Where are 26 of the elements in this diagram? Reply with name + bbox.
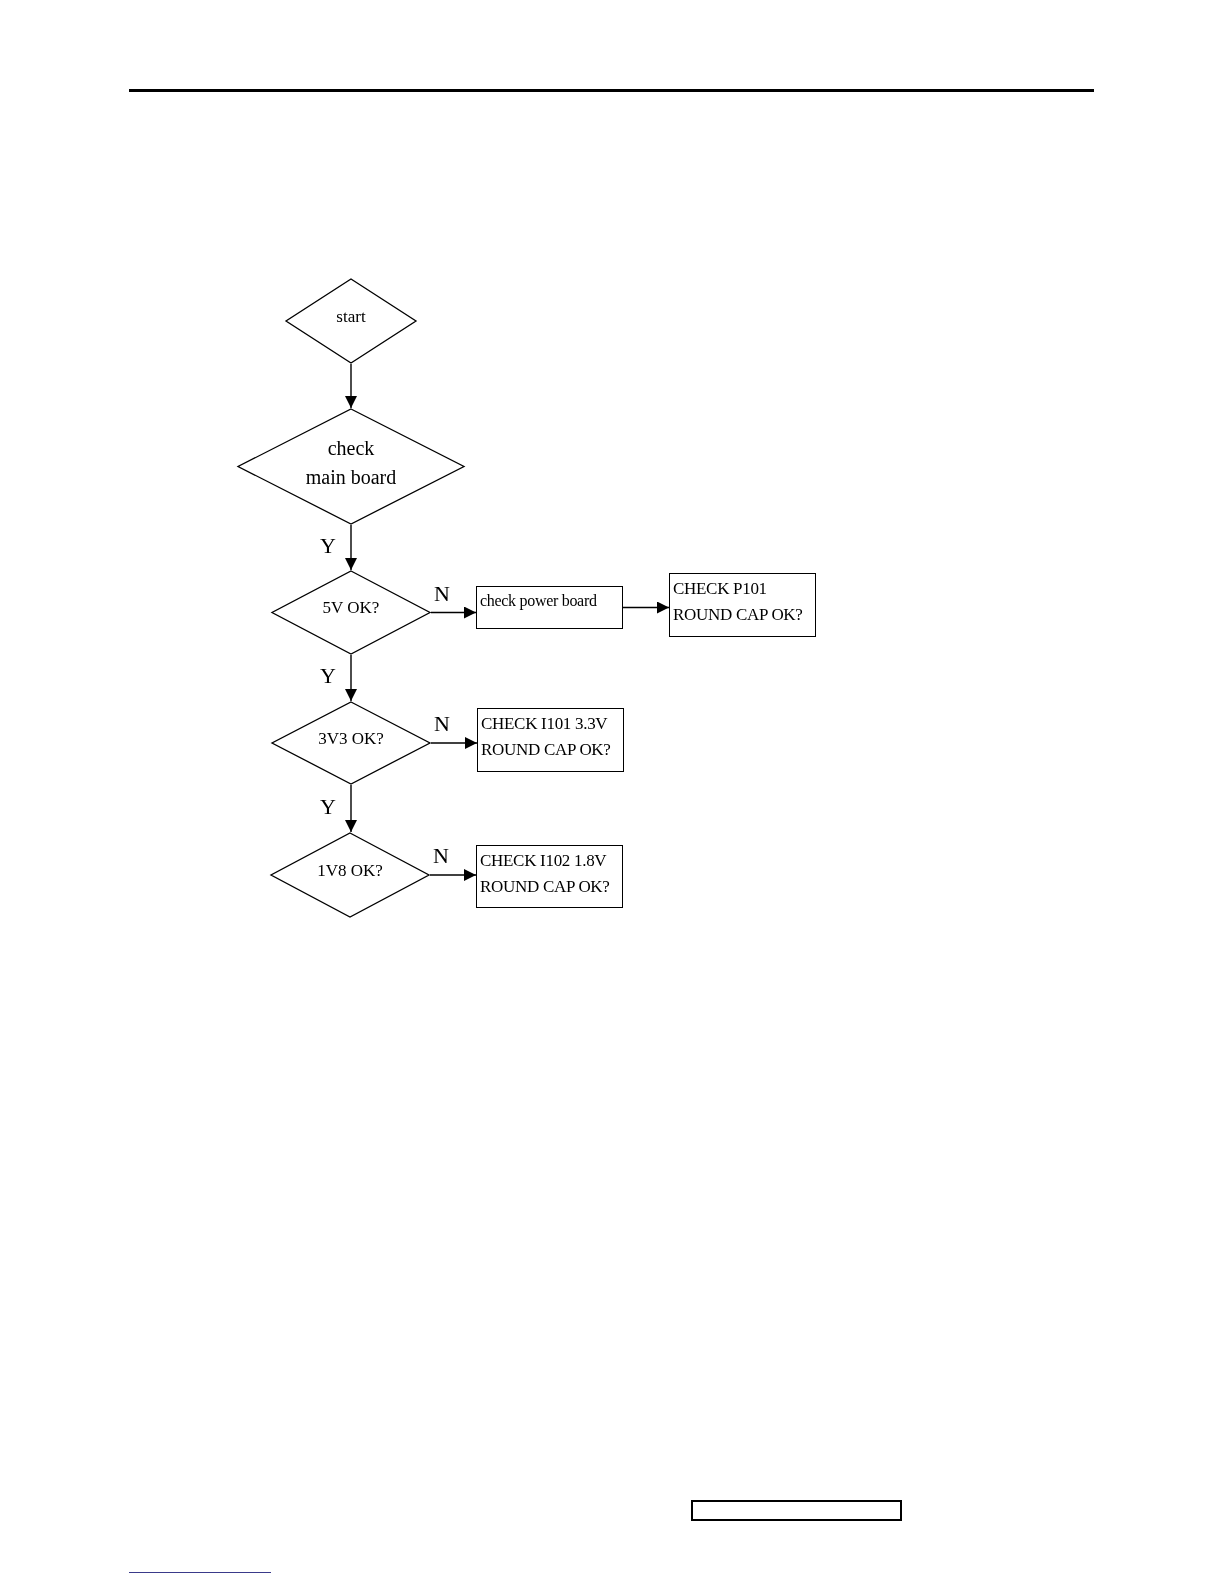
process-box (476, 845, 623, 908)
arrow (345, 524, 357, 571)
decision-text: check main board (304, 435, 398, 490)
process-box (477, 708, 624, 772)
process-box (476, 586, 623, 629)
decision-diamond (270, 832, 430, 918)
process-text: CHECK I102 1.8V ROUND CAP OK? (480, 850, 611, 899)
arrow (622, 601, 670, 614)
decision-diamond (271, 570, 431, 655)
process-box (669, 573, 816, 637)
decision-text: 5V OK? (322, 597, 380, 620)
arrow (430, 606, 477, 619)
arrow (430, 737, 478, 749)
decision-diamond (237, 408, 465, 525)
arrow (345, 363, 357, 409)
arrow (345, 654, 357, 702)
process-text: check power board (480, 591, 598, 612)
decision-diamond (285, 278, 417, 364)
decision-text: 1V8 OK? (317, 859, 383, 882)
process-text: CHECK I101 3.3V ROUND CAP OK? (481, 713, 612, 762)
arrow (429, 869, 477, 881)
decision-text: 3V3 OK? (318, 727, 384, 750)
arrow (345, 784, 357, 833)
decision-diamond (271, 701, 431, 785)
decision-text: start (336, 305, 366, 328)
process-text: CHECK P101 ROUND CAP OK? (673, 578, 804, 627)
